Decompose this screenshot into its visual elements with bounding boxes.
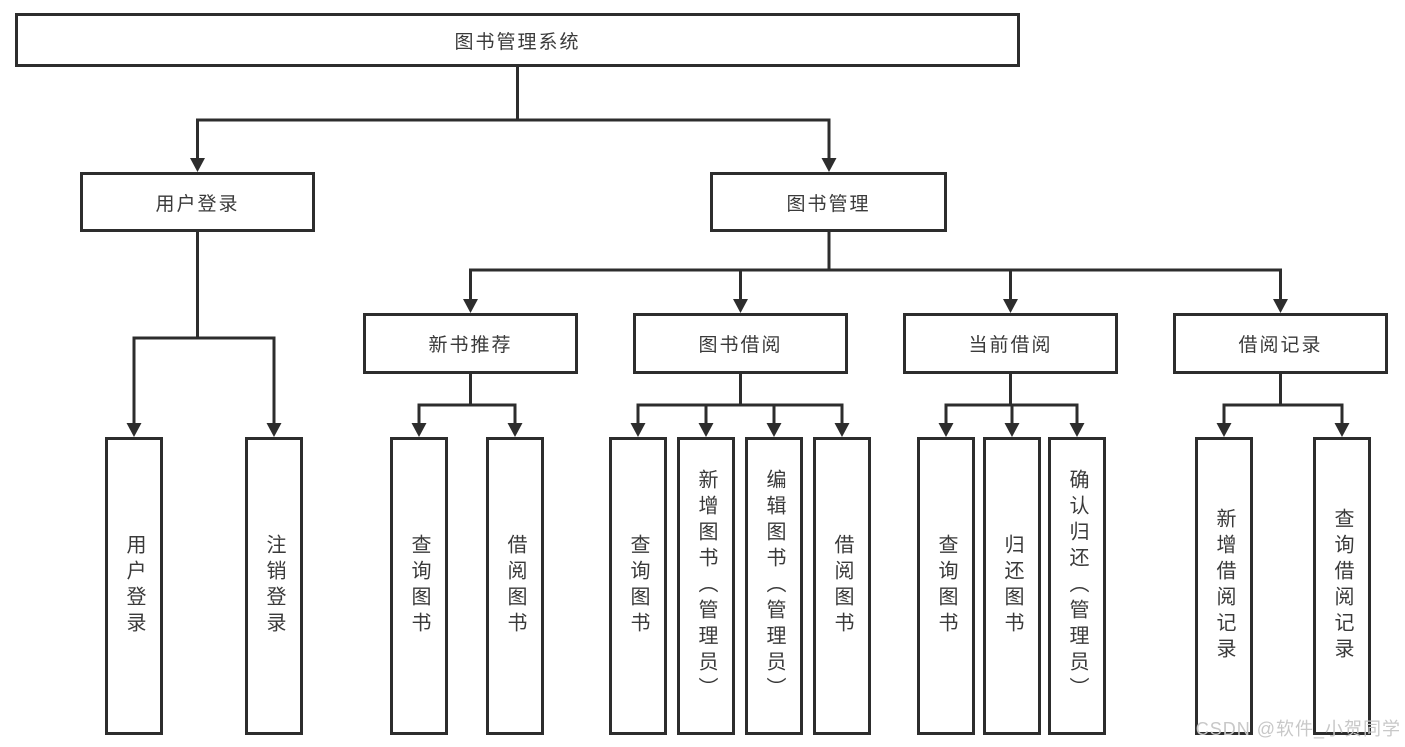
arrow-down-icon bbox=[698, 423, 714, 437]
node-borrowing-records: 借阅记录 bbox=[1173, 313, 1388, 374]
arrow-down-icon bbox=[1004, 423, 1020, 437]
arrow-down-icon bbox=[821, 158, 837, 172]
node-current-borrowing: 当前借阅 bbox=[903, 313, 1118, 374]
node-user-login: 用户登录 bbox=[80, 172, 315, 232]
leaf-query-borrow-record: 查询借阅记录 bbox=[1313, 437, 1371, 735]
arrow-down-icon bbox=[1334, 423, 1350, 437]
leaf-user-login: 用户登录 bbox=[105, 437, 163, 735]
arrow-down-icon bbox=[1003, 299, 1018, 313]
arrow-down-icon bbox=[1069, 423, 1085, 437]
leaf-confirm-return-admin: 确认归还（管理员） bbox=[1048, 437, 1106, 735]
leaf-edit-books-admin: 编辑图书（管理员） bbox=[745, 437, 803, 735]
arrow-down-icon bbox=[834, 423, 850, 437]
arrow-down-icon bbox=[463, 299, 478, 313]
arrow-down-icon bbox=[630, 423, 646, 437]
arrow-down-icon bbox=[266, 423, 282, 437]
arrow-down-icon bbox=[938, 423, 954, 437]
arrow-down-icon bbox=[1273, 299, 1288, 313]
leaf-query-books-current: 查询图书 bbox=[917, 437, 975, 735]
arrow-down-icon bbox=[190, 158, 205, 172]
node-book-management: 图书管理 bbox=[710, 172, 947, 232]
leaf-query-books-borrowing: 查询图书 bbox=[609, 437, 667, 735]
leaf-query-books-recommend: 查询图书 bbox=[390, 437, 448, 735]
node-new-book-recommendation: 新书推荐 bbox=[363, 313, 578, 374]
node-library-system: 图书管理系统 bbox=[15, 13, 1020, 67]
arrow-down-icon bbox=[411, 423, 427, 437]
arrow-down-icon bbox=[126, 423, 142, 437]
leaf-borrow-books-recommend: 借阅图书 bbox=[486, 437, 544, 735]
leaf-return-books: 归还图书 bbox=[983, 437, 1041, 735]
leaf-add-borrow-record: 新增借阅记录 bbox=[1195, 437, 1253, 735]
arrow-down-icon bbox=[507, 423, 523, 437]
leaf-borrow-books: 借阅图书 bbox=[813, 437, 871, 735]
leaf-add-books-admin: 新增图书（管理员） bbox=[677, 437, 735, 735]
csdn-watermark: CSDN @软件_小贺同学 bbox=[1195, 719, 1401, 739]
arrow-down-icon bbox=[733, 299, 748, 313]
node-book-borrowing: 图书借阅 bbox=[633, 313, 848, 374]
leaf-logout: 注销登录 bbox=[245, 437, 303, 735]
arrow-down-icon bbox=[766, 423, 782, 437]
arrow-down-icon bbox=[1216, 423, 1232, 437]
